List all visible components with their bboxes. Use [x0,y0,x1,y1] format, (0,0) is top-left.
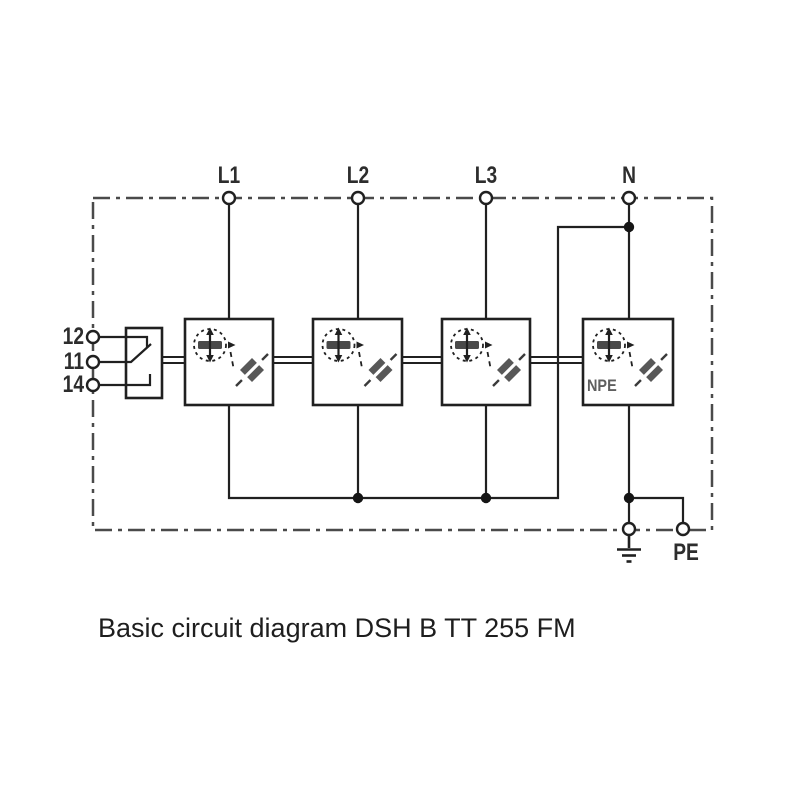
terminal-ground [621,521,637,537]
terminal-label-n: N [622,162,636,189]
terminal-11 [85,354,101,370]
terminal-14 [85,377,101,393]
terminal-label-l2: L2 [346,162,370,189]
diagram-caption: Basic circuit diagram DSH B TT 255 FM [98,613,576,643]
terminal-label-14: 14 [62,371,84,398]
terminal-label-l1: L1 [217,162,241,189]
wires [99,204,685,523]
terminal-circles [85,190,691,537]
earth-ground-icon [617,535,641,563]
terminal-label-12: 12 [62,323,84,350]
terminal-label-l3: L3 [474,162,498,189]
spd-npe-label: NPE [587,376,617,395]
terminal-pe [675,521,691,537]
terminal-n [621,190,637,206]
terminal-l2 [350,190,366,206]
terminal-l3 [478,190,494,206]
junction-dots [352,221,635,504]
terminal-label-pe: PE [673,539,699,566]
changeover-contact-icon [99,335,152,387]
terminal-label-11: 11 [63,348,84,375]
module-link-lines [162,356,583,364]
terminal-12 [85,329,101,345]
enclosure-boundary [91,196,714,532]
terminal-l1 [221,190,237,206]
